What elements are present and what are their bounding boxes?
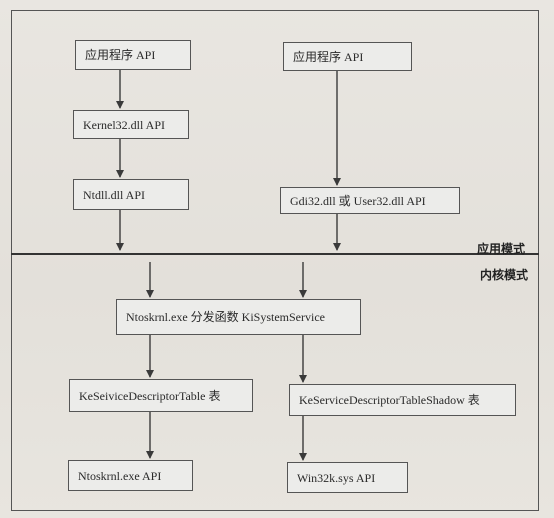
diagram-frame xyxy=(11,10,539,511)
ntdll-api-label: Ntdll.dll API xyxy=(83,187,146,202)
app-api-box-left: 应用程序 API xyxy=(75,40,191,70)
app-api-left-label: 应用程序 API xyxy=(85,48,156,62)
win32k-api-box: Win32k.sys API xyxy=(287,462,408,493)
ke-service-descriptor-table-box: KeSeiviceDescriptorTable 表 xyxy=(69,379,253,412)
kernel32-api-box: Kernel32.dll API xyxy=(73,110,189,139)
kernel-mode-label: 内核模式 xyxy=(480,268,529,282)
ntoskrnl-dispatch-label: Ntoskrnl.exe 分发函数 KiSystemService xyxy=(126,310,325,324)
win32k-api-label: Win32k.sys API xyxy=(297,470,376,485)
ntoskrnl-api-label: Ntoskrnl.exe API xyxy=(78,468,162,483)
ntdll-api-box: Ntdll.dll API xyxy=(73,179,189,210)
ntoskrnl-dispatch-box: Ntoskrnl.exe 分发函数 KiSystemService xyxy=(116,299,361,335)
ke-service-descriptor-table-label: KeSeiviceDescriptorTable 表 xyxy=(79,388,221,403)
mode-divider-line xyxy=(11,253,539,255)
app-api-right-label: 应用程序 API xyxy=(293,49,364,64)
ntoskrnl-api-box: Ntoskrnl.exe API xyxy=(68,460,193,491)
ke-service-descriptor-table-shadow-box: KeServiceDescriptorTableShadow 表 xyxy=(289,384,516,416)
kernel32-api-label: Kernel32.dll API xyxy=(83,117,165,132)
ke-service-descriptor-table-shadow-label: KeServiceDescriptorTableShadow 表 xyxy=(299,393,480,407)
gdi32-user32-api-label: Gdi32.dll 或 User32.dll API xyxy=(290,193,426,208)
gdi32-user32-api-box: Gdi32.dll 或 User32.dll API xyxy=(280,187,460,214)
user-mode-label: 应用模式 xyxy=(477,242,526,256)
app-api-box-right: 应用程序 API xyxy=(283,42,412,71)
